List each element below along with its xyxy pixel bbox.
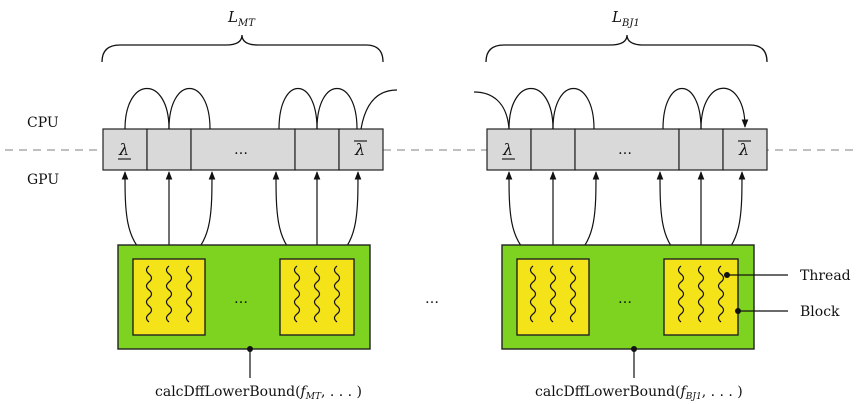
thread-icon xyxy=(569,265,577,323)
list-brace xyxy=(101,34,384,63)
arc xyxy=(278,88,318,130)
block-ellipsis: … xyxy=(618,291,632,307)
threads xyxy=(529,265,725,323)
array-cell xyxy=(294,128,340,171)
thread-icon xyxy=(293,265,301,323)
block-ellipsis: … xyxy=(234,291,248,307)
arc xyxy=(124,88,170,130)
thread-icon xyxy=(529,265,537,323)
group-bj1: LBJ1 λ λ … xyxy=(473,8,851,402)
thread-icon xyxy=(697,265,705,323)
array-cell xyxy=(530,128,576,171)
arc-entry xyxy=(473,91,510,130)
arrow xyxy=(337,171,362,257)
lambda-array: λ λ … xyxy=(486,128,768,171)
list-name: LBJ1 xyxy=(611,8,640,29)
arrow xyxy=(574,171,600,257)
array-cell-ellipsis xyxy=(574,128,680,171)
array-cell xyxy=(146,128,192,171)
groups-ellipsis: … xyxy=(425,291,439,307)
thread-block xyxy=(132,258,206,336)
cell-ellipsis: … xyxy=(234,142,248,158)
thread-icon xyxy=(677,265,685,323)
upper-lambda: λ xyxy=(354,140,365,159)
cpu-arcs xyxy=(473,87,749,130)
thread-block xyxy=(516,258,590,336)
kernel-call: calcDffLowerBound(fMT, . . . ) xyxy=(155,384,362,402)
arc xyxy=(316,88,358,130)
cell-ellipsis: … xyxy=(618,142,632,158)
lower-lambda: λ xyxy=(118,140,129,159)
array-cell-upper-bound xyxy=(338,128,384,171)
gpu-label: GPU xyxy=(27,172,59,188)
kernel-dot xyxy=(247,346,253,352)
gpu-to-cpu-arrows xyxy=(505,171,746,257)
array-cell-ellipsis xyxy=(190,128,296,171)
array-cell-upper-bound xyxy=(722,128,768,171)
lambda-array: λ λ … xyxy=(102,128,384,171)
arc xyxy=(168,88,211,130)
thread-block xyxy=(663,258,739,336)
block-callout: Block xyxy=(800,304,840,320)
arrow xyxy=(656,171,681,257)
kernel-call: calcDffLowerBound(fBJ1, . . . ) xyxy=(535,384,743,402)
thread-icon xyxy=(717,265,725,323)
array-cell xyxy=(678,128,724,171)
gpu-to-cpu-arrows xyxy=(121,171,362,257)
arc-exit xyxy=(360,89,398,130)
list-brace xyxy=(485,34,768,63)
thread-icon xyxy=(145,265,153,323)
thread-icon xyxy=(549,265,557,323)
thread-icon xyxy=(333,265,341,323)
arrow xyxy=(505,171,532,257)
thread-callout: Thread xyxy=(800,268,851,284)
group-mt: LMT λ λ … xyxy=(101,8,398,402)
arc xyxy=(552,88,595,130)
arc-final xyxy=(700,87,749,130)
thread-block xyxy=(279,258,355,336)
arrow xyxy=(721,171,746,257)
cpu-arcs xyxy=(124,88,398,130)
upper-lambda: λ xyxy=(738,140,749,159)
cpu-label: CPU xyxy=(27,115,59,131)
thread-icon xyxy=(165,265,173,323)
thread-icon xyxy=(313,265,321,323)
kernel-dot xyxy=(631,346,637,352)
arrow xyxy=(121,171,148,257)
arrow xyxy=(272,171,297,257)
thread-icon xyxy=(185,265,193,323)
arc xyxy=(508,88,554,130)
arc xyxy=(662,88,702,130)
arrow xyxy=(190,171,216,257)
lower-lambda: λ xyxy=(502,140,513,159)
list-name: LMT xyxy=(227,8,256,29)
threads xyxy=(145,265,341,323)
